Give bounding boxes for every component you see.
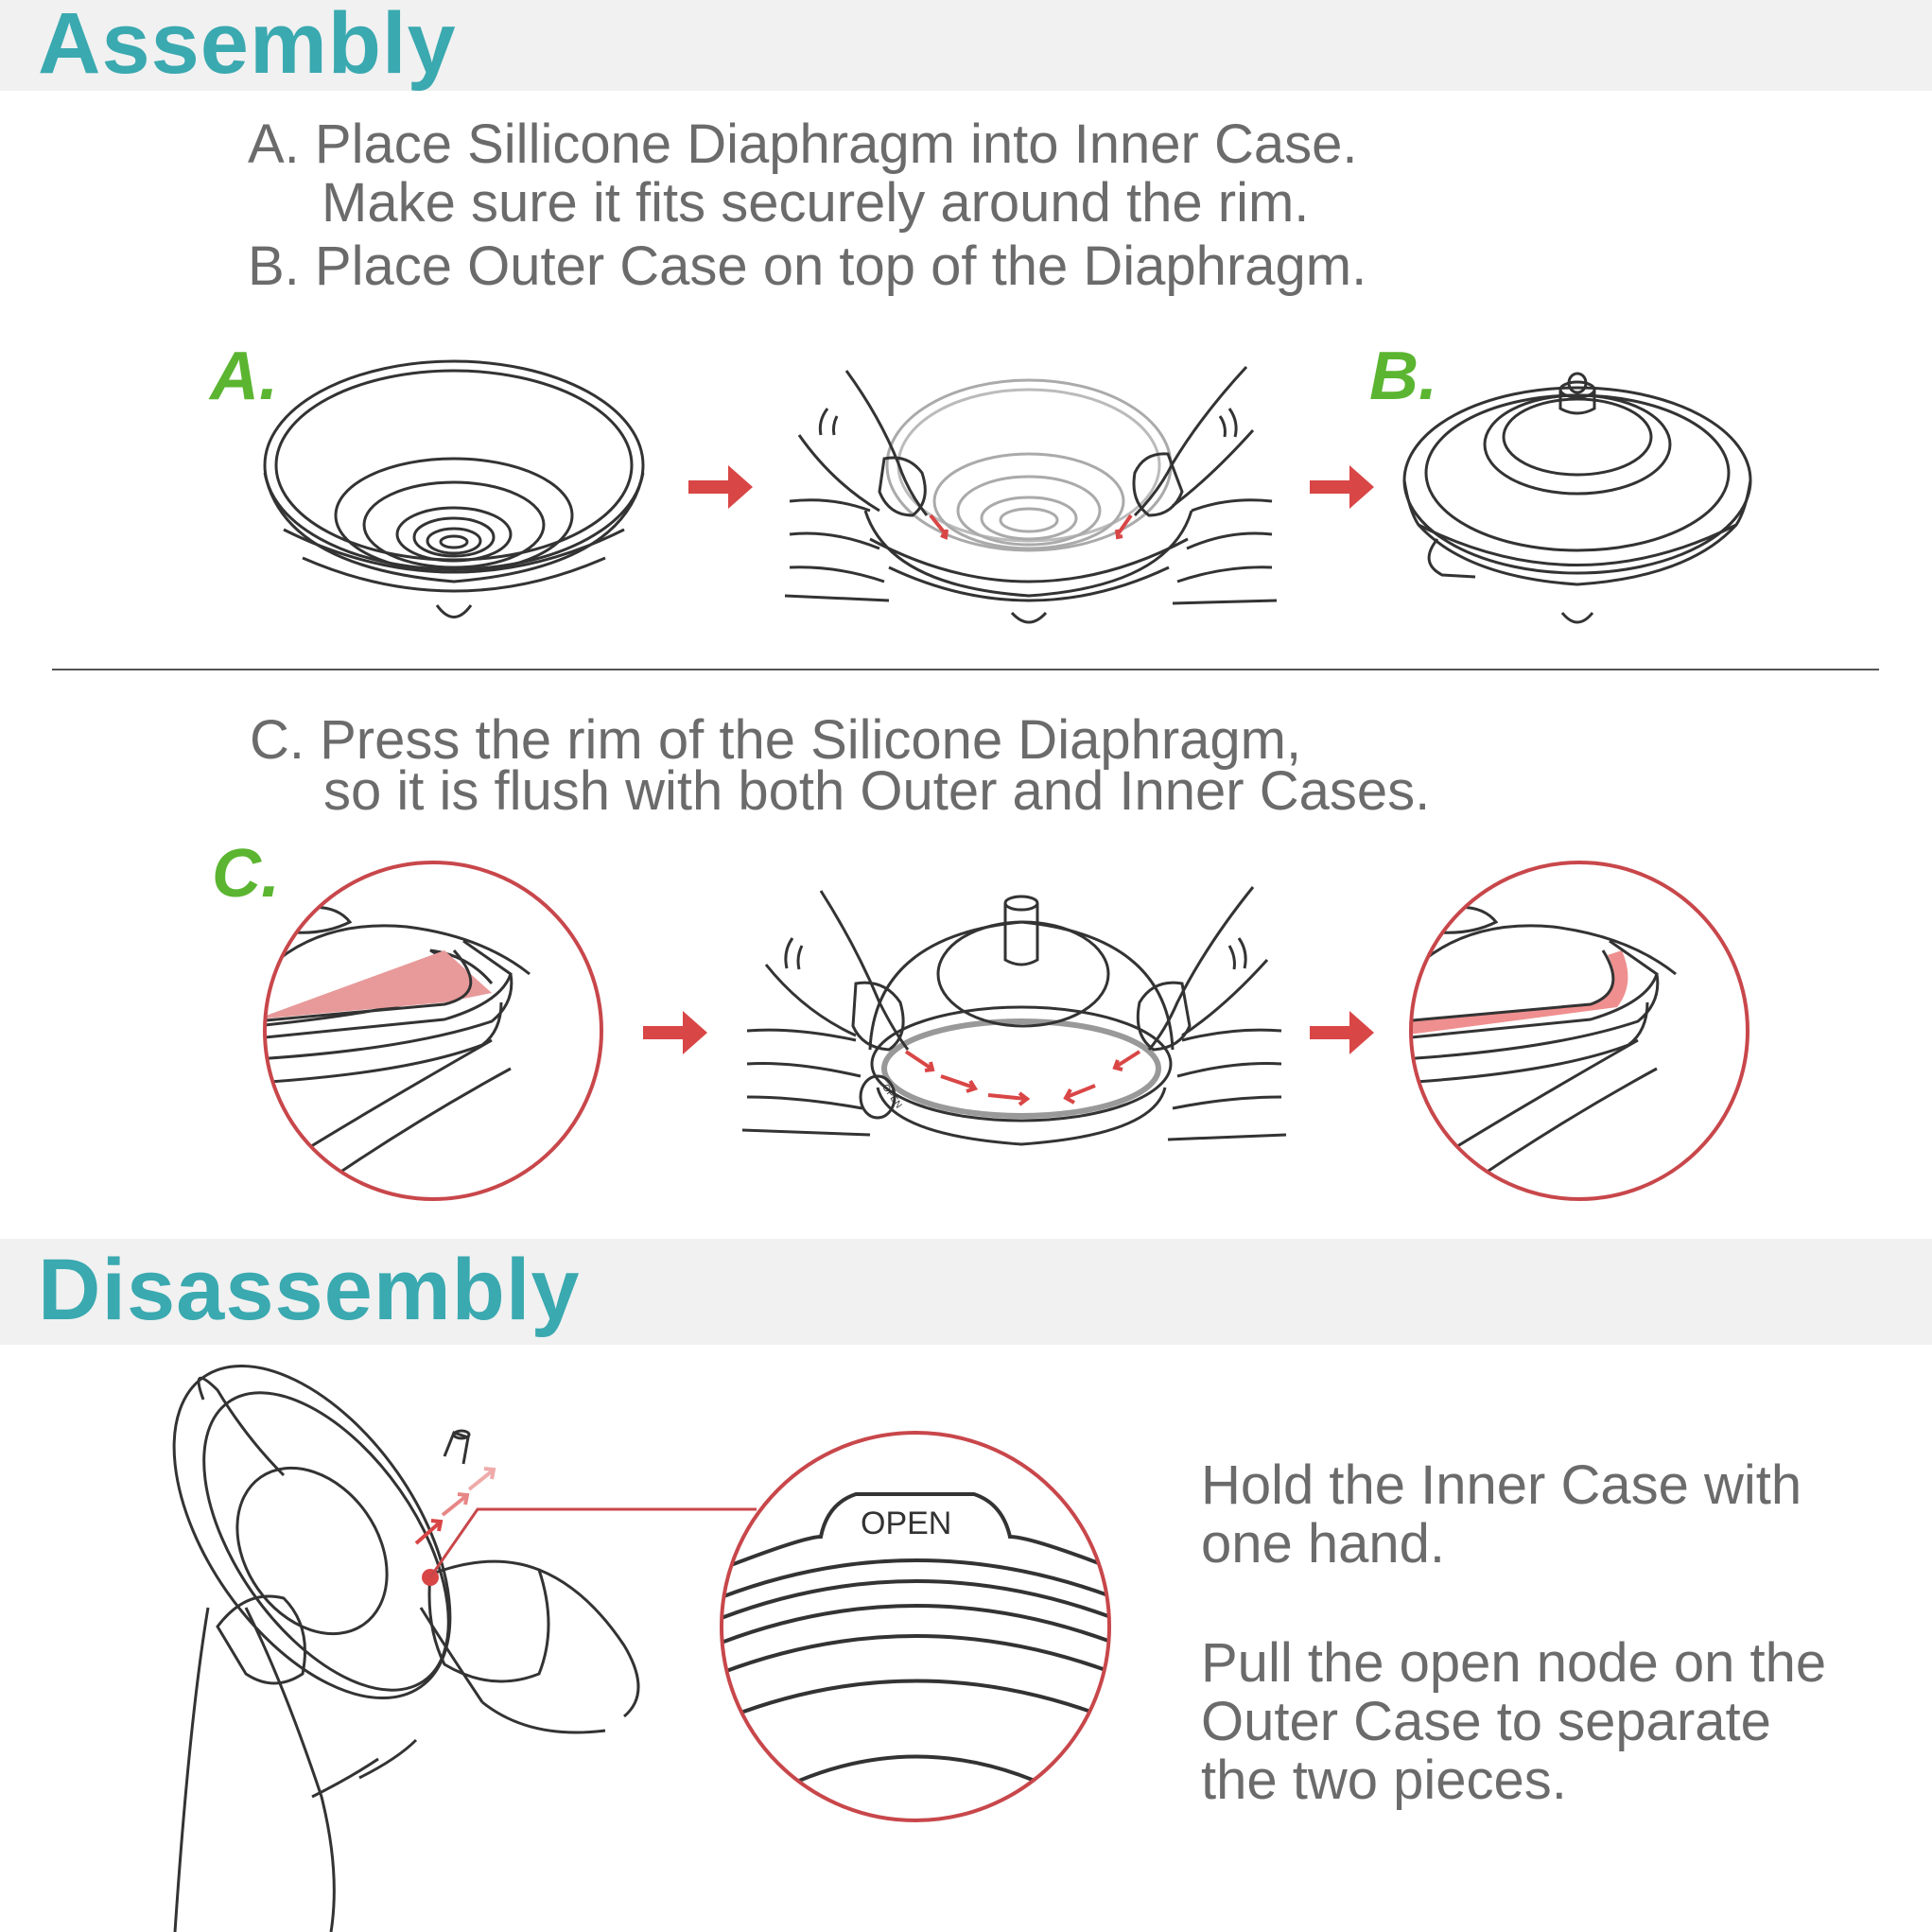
arrow-icon [688, 465, 753, 509]
arrow-icon [1310, 1011, 1374, 1054]
hands-pressing-rim-figure [741, 886, 1287, 1146]
assembly-header-band [0, 0, 1932, 91]
press-arrows-a [929, 513, 1133, 540]
arrow-icon [1310, 465, 1374, 509]
arrow-icon [643, 1011, 707, 1054]
section-divider [52, 669, 1879, 670]
disassembly-instruction-2-line3: the two pieces. [1201, 1749, 1567, 1811]
disassembly-instruction-2-line1: Pull the open node on the [1201, 1632, 1827, 1694]
open-node-zoom [720, 1431, 1111, 1822]
instruction-a-line2: Make sure it fits securely around the ri… [322, 172, 1310, 234]
instruction-a-line1: A. Place Sillicone Diaphragm into Inner … [248, 113, 1358, 175]
assembled-case-figure [1402, 372, 1752, 624]
hands-placing-diaphragm-figure [784, 365, 1278, 624]
step-label-a: A. [210, 339, 278, 414]
callout-line [428, 1507, 757, 1578]
disassembly-header-band [0, 1239, 1932, 1345]
press-arrows-c [904, 1050, 1141, 1106]
rim-before-zoom [263, 861, 603, 1201]
step-label-b: B. [1369, 339, 1437, 414]
inner-case-figure [263, 359, 645, 618]
disassembly-title: Disassembly [38, 1242, 581, 1338]
hand-holding-case-figure [172, 1364, 640, 1932]
disassembly-instruction-1-line2: one hand. [1201, 1513, 1446, 1575]
disassembly-instruction-2-line2: Outer Case to separate [1201, 1691, 1771, 1752]
disassembly-instruction-1-line1: Hold the Inner Case with [1201, 1454, 1802, 1516]
rim-after-zoom [1409, 861, 1749, 1201]
instruction-c-line2: so it is flush with both Outer and Inner… [323, 760, 1431, 822]
instruction-b: B. Place Outer Case on top of the Diaphr… [248, 235, 1367, 297]
pull-direction-arrows [414, 1467, 496, 1545]
open-node-label: OPEN [861, 1506, 951, 1541]
step-label-c: C. [212, 836, 280, 912]
instruction-c-line1: C. Press the rim of the Silicone Diaphra… [250, 709, 1302, 771]
assembly-title: Assembly [38, 0, 457, 92]
